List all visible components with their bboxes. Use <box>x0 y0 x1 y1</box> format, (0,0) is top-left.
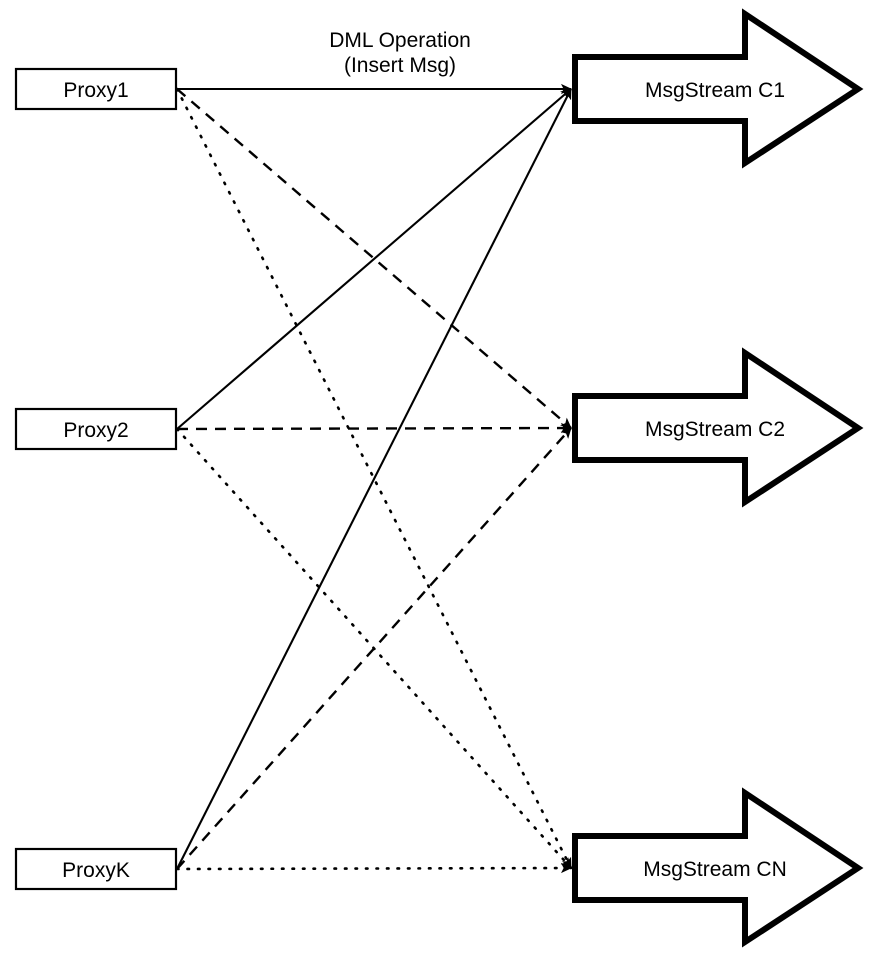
proxyk-label: ProxyK <box>62 859 130 882</box>
annotation-dml-operation: DML Operation (Insert Msg) <box>329 29 471 77</box>
link-proxyk-to-msgstream-c1 <box>176 88 572 870</box>
link-proxyk-to-msgstream-cn <box>175 862 573 874</box>
proxy-node-proxyk[interactable]: ProxyK <box>14 847 178 891</box>
proxy2-label: Proxy2 <box>63 419 128 442</box>
msgstream-cn-arrow-shape[interactable] <box>572 787 864 948</box>
proxyk-box[interactable] <box>14 847 178 891</box>
msgstream-c2-label: MsgStream C2 <box>645 418 785 441</box>
proxy2-box[interactable] <box>14 407 178 451</box>
link-proxy1-to-msgstream-c2 <box>176 88 572 429</box>
link-proxyk-to-msgstream-c2 <box>176 427 572 870</box>
stream-node-msgstream-c2[interactable]: MsgStream C2 <box>572 347 864 508</box>
link-layer <box>175 83 573 874</box>
proxy-node-proxy1[interactable]: Proxy1 <box>14 67 178 111</box>
stream-node-msgstream-c1[interactable]: MsgStream C1 <box>572 8 864 169</box>
msgstream-c1-label: MsgStream C1 <box>645 79 785 102</box>
dml-operation-line2: (Insert Msg) <box>344 54 456 77</box>
link-proxy2-to-msgstream-c2 <box>176 422 572 434</box>
msgstream-cn-label: MsgStream CN <box>643 858 787 881</box>
proxy1-box[interactable] <box>14 67 178 111</box>
msgstream-c2-arrow-shape[interactable] <box>572 347 864 508</box>
proxy1-label: Proxy1 <box>63 79 128 102</box>
msgstream-c1-arrow-shape[interactable] <box>572 8 864 169</box>
proxy-node-proxy2[interactable]: Proxy2 <box>14 407 178 451</box>
link-proxy2-to-msgstream-c1 <box>176 88 572 430</box>
dml-operation-line1: DML Operation <box>329 29 471 52</box>
stream-node-msgstream-cn[interactable]: MsgStream CN <box>572 787 864 948</box>
